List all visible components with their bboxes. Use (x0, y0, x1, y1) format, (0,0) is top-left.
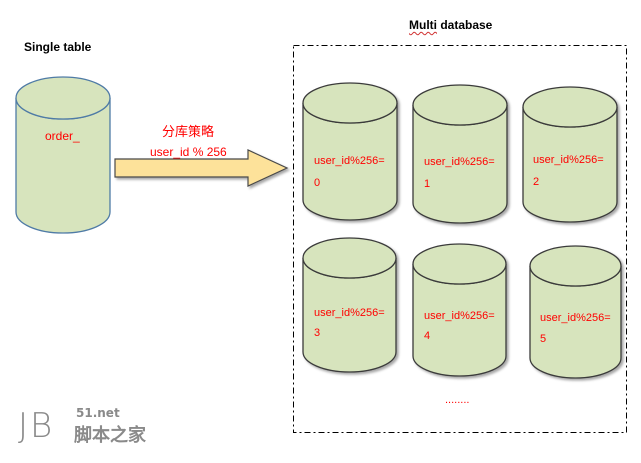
multi-database-title: Multi database (409, 18, 492, 32)
shard-0-value: 0 (314, 177, 321, 189)
shard-1-value: 1 (424, 178, 431, 190)
multi-database-container (293, 45, 627, 433)
shard-5-value: 5 (540, 333, 547, 345)
shard-4-value: 4 (424, 330, 431, 342)
shard-cylinder-3-top (302, 237, 397, 279)
shard-cylinder-2-top (522, 86, 618, 128)
shard-cylinder-2 (522, 86, 618, 223)
shard-cylinder-3 (302, 237, 397, 373)
shard-cylinder-1 (412, 84, 508, 224)
shard-cylinders (302, 82, 622, 379)
single-table-title: Single table (24, 40, 92, 54)
watermark-letters: JB (18, 406, 55, 446)
sharding-arrow (114, 149, 289, 187)
shard-cylinder-1-top (412, 84, 508, 126)
shard-1-formula: user_id%256= (424, 156, 495, 168)
multi-database-title-word2: database (437, 18, 493, 32)
shard-cylinder-4 (412, 243, 507, 377)
watermark-site-name: 脚本之家 (74, 425, 146, 446)
single-cylinder-shape-top (15, 76, 111, 120)
shard-cylinder-4-top (412, 243, 507, 285)
shard-3-value: 3 (314, 327, 321, 339)
sharding-formula-label: user_id % 256 (150, 145, 227, 159)
shard-cylinder-5-top (529, 245, 622, 287)
shard-4-formula: user_id%256= (424, 310, 495, 322)
shard-3-formula: user_id%256= (314, 307, 385, 319)
sharding-strategy-label: 分库策略 (162, 125, 215, 140)
more-shards-ellipsis: ........ (445, 394, 470, 406)
shard-0-formula: user_id%256= (314, 155, 385, 167)
shard-2-value: 2 (533, 176, 540, 188)
shard-5-formula: user_id%256= (540, 312, 611, 324)
single-cylinder-shape (15, 76, 111, 234)
single-table-label: order_ (45, 129, 80, 143)
shard-cylinder-5 (529, 245, 622, 379)
multi-database-title-word1: Multi (409, 18, 437, 32)
shard-cylinder-0-top (302, 82, 398, 124)
shard-2-formula: user_id%256= (533, 154, 604, 166)
watermark-domain: 51.net (76, 406, 120, 420)
single-table-cylinder (15, 76, 111, 234)
shard-cylinder-0 (302, 82, 398, 221)
